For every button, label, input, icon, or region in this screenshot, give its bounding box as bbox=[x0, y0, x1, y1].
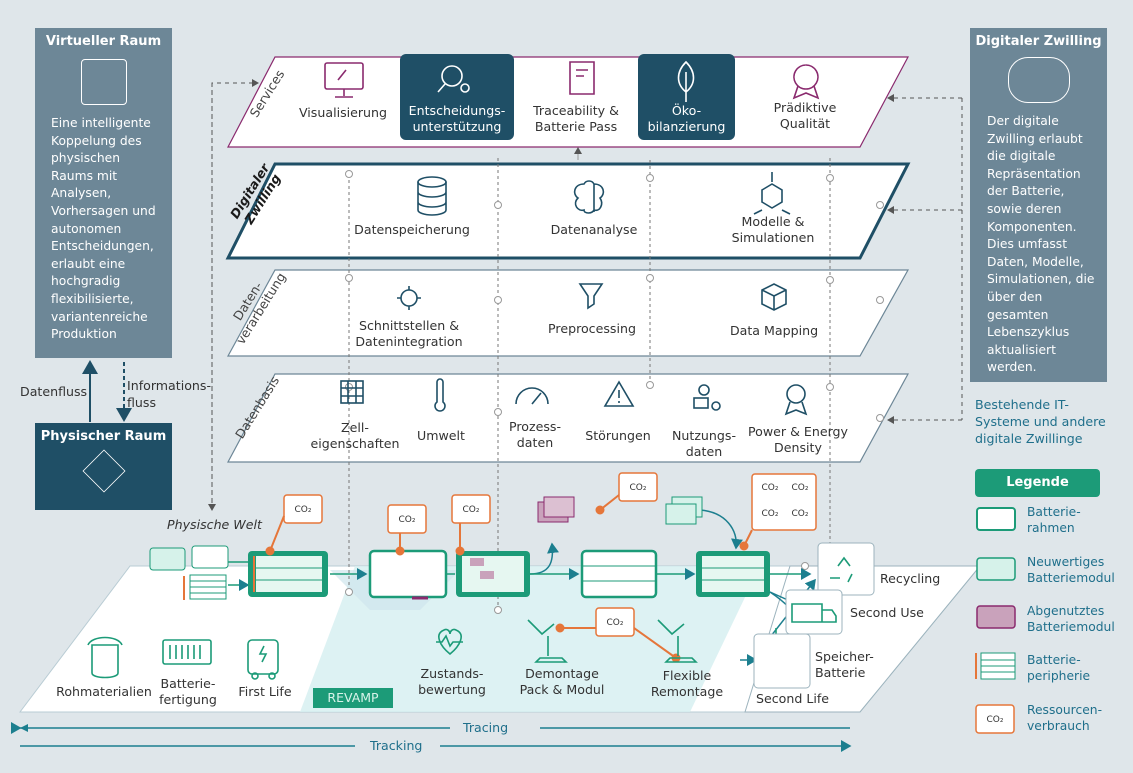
legend-used-module: Abgenutztes Batteriemodul bbox=[1027, 604, 1115, 634]
twin-data-storage: Datenspeicherung bbox=[354, 222, 470, 237]
power-badge-icon bbox=[784, 384, 808, 416]
co2-badge-text: CO₂ bbox=[629, 483, 647, 493]
virtual-cube-icon bbox=[80, 59, 127, 105]
db-usage-data: Nutzungs- daten bbox=[671, 428, 736, 459]
integration-gear-icon bbox=[397, 286, 421, 310]
cube-network-icon bbox=[753, 172, 791, 215]
twin-plane bbox=[225, 162, 911, 260]
db-environment: Umwelt bbox=[417, 428, 465, 443]
brain-icon bbox=[573, 180, 605, 214]
physical-world-label: Physische Welt bbox=[167, 517, 262, 532]
co2-badge-text: CO₂ bbox=[986, 715, 1004, 725]
thermometer-icon bbox=[434, 378, 446, 412]
leaf-icon bbox=[677, 60, 695, 102]
db-power-energy-density: Power & Energy Density bbox=[748, 424, 848, 455]
twin-data-analysis: Datenanalyse bbox=[550, 222, 638, 237]
database-icon bbox=[417, 176, 447, 216]
co2-badge-text: CO₂ bbox=[791, 509, 809, 519]
service-decision-support: Entscheidungs- unterstützung bbox=[408, 103, 506, 134]
raw-material-icon bbox=[87, 636, 123, 679]
first-life-bus-icon bbox=[247, 639, 279, 680]
digital-twin-panel: Digitaler Zwilling Der digitale Zwilling… bbox=[970, 28, 1107, 382]
virtual-space-panel: Virtueller Raum Eine intelligente Koppel… bbox=[35, 28, 172, 358]
funnel-icon bbox=[578, 283, 604, 310]
co2-badge-text: CO₂ bbox=[294, 505, 312, 515]
data-mapping-icon bbox=[761, 283, 787, 311]
processing-interfaces: Schnittstellen & Datenintegration bbox=[355, 318, 463, 349]
processing-plane bbox=[226, 269, 910, 357]
tracking-label: Tracking bbox=[370, 738, 423, 753]
co2-badge-text: CO₂ bbox=[462, 505, 480, 515]
cell-grid-icon bbox=[340, 380, 364, 404]
twin-models: Modelle & Simulationen bbox=[731, 214, 815, 245]
co2-badge-text: CO₂ bbox=[761, 509, 779, 519]
second-use-label: Second Use bbox=[850, 605, 924, 620]
service-predictive-quality: Prädiktive Qualität bbox=[773, 100, 837, 131]
recycling-label: Recycling bbox=[880, 571, 941, 586]
virtual-space-text: Eine intelligente Koppelung des physisch… bbox=[51, 116, 156, 342]
it-systems-label: Bestehende IT- Systeme und andere digita… bbox=[975, 397, 1106, 446]
usage-data-icon bbox=[693, 384, 721, 411]
warning-icon bbox=[603, 380, 635, 407]
award-icon bbox=[792, 64, 820, 100]
tracing-label: Tracing bbox=[463, 720, 509, 735]
gauge-icon bbox=[515, 387, 549, 405]
remontage-label: Flexible Remontage bbox=[650, 668, 724, 699]
co2-badge-text: CO₂ bbox=[606, 618, 624, 628]
physical-space-panel: Physischer Raum bbox=[35, 423, 172, 510]
revamp-badge: REVAMP bbox=[313, 688, 393, 708]
physical-space-title: Physischer Raum bbox=[40, 429, 167, 444]
db-cell-properties: Zell- eigenschaften bbox=[310, 420, 400, 451]
battery-production-icon bbox=[162, 639, 212, 665]
second-use-card bbox=[785, 589, 843, 635]
service-eco-balance: Öko- bilanzierung bbox=[647, 103, 726, 134]
legend-resources: Ressourcen- verbrauch bbox=[1027, 703, 1103, 733]
legend-symbols bbox=[975, 507, 1016, 680]
twin-heads-icon bbox=[1007, 57, 1070, 103]
db-process-data: Prozess- daten bbox=[508, 419, 561, 450]
processing-preprocessing: Preprocessing bbox=[548, 321, 636, 336]
digital-twin-text: Der digitale Zwilling erlaubt die digita… bbox=[987, 114, 1095, 375]
database-plane bbox=[226, 373, 910, 463]
co2-badge-text: CO₂ bbox=[761, 483, 779, 493]
legend-new-module: Neuwertiges Batteriemodul bbox=[1027, 555, 1115, 585]
co2-badge-text: CO₂ bbox=[398, 515, 416, 525]
digital-twin-title: Digitaler Zwilling bbox=[975, 34, 1102, 49]
information-flow-label: Informations- fluss bbox=[127, 378, 212, 410]
second-life-label: Second Life bbox=[756, 691, 830, 706]
storage-card bbox=[753, 633, 811, 689]
data-flow-label: Datenfluss bbox=[20, 384, 88, 399]
storage-battery-label: Speicher- Batterie bbox=[815, 649, 874, 680]
legend-battery-frame: Batterie- rahmen bbox=[1027, 505, 1081, 535]
legend-periphery: Batterie- peripherie bbox=[1027, 653, 1091, 683]
service-traceability: Traceability & Batterie Pass bbox=[533, 103, 619, 134]
disassembly-label: Demontage Pack & Modul bbox=[519, 666, 605, 697]
recycling-card bbox=[817, 542, 875, 596]
co2-badge-text: CO₂ bbox=[791, 483, 809, 493]
health-heart-icon bbox=[436, 628, 463, 656]
co2-badges bbox=[283, 472, 1015, 734]
legend-title: Legende bbox=[975, 469, 1100, 497]
first-life-label: First Life bbox=[238, 684, 292, 699]
service-visualization: Visualisierung bbox=[298, 105, 388, 120]
raw-materials-label: Rohmaterialien bbox=[56, 684, 152, 699]
processing-data-mapping: Data Mapping bbox=[729, 323, 819, 338]
document-pass-icon bbox=[569, 61, 595, 95]
battery-chain bbox=[149, 496, 816, 666]
state-assessment-label: Zustands- bewertung bbox=[418, 666, 486, 697]
db-disturbances: Störungen bbox=[585, 428, 651, 443]
battery-production-label: Batterie- fertigung bbox=[159, 676, 217, 707]
remontage-robot-icon bbox=[657, 619, 698, 663]
physical-cube-icon bbox=[82, 449, 125, 493]
disassembly-robot-icon bbox=[527, 619, 568, 663]
decision-support-box bbox=[400, 54, 514, 140]
virtual-space-title: Virtueller Raum bbox=[45, 34, 162, 49]
magnifier-gear-icon bbox=[441, 65, 463, 87]
